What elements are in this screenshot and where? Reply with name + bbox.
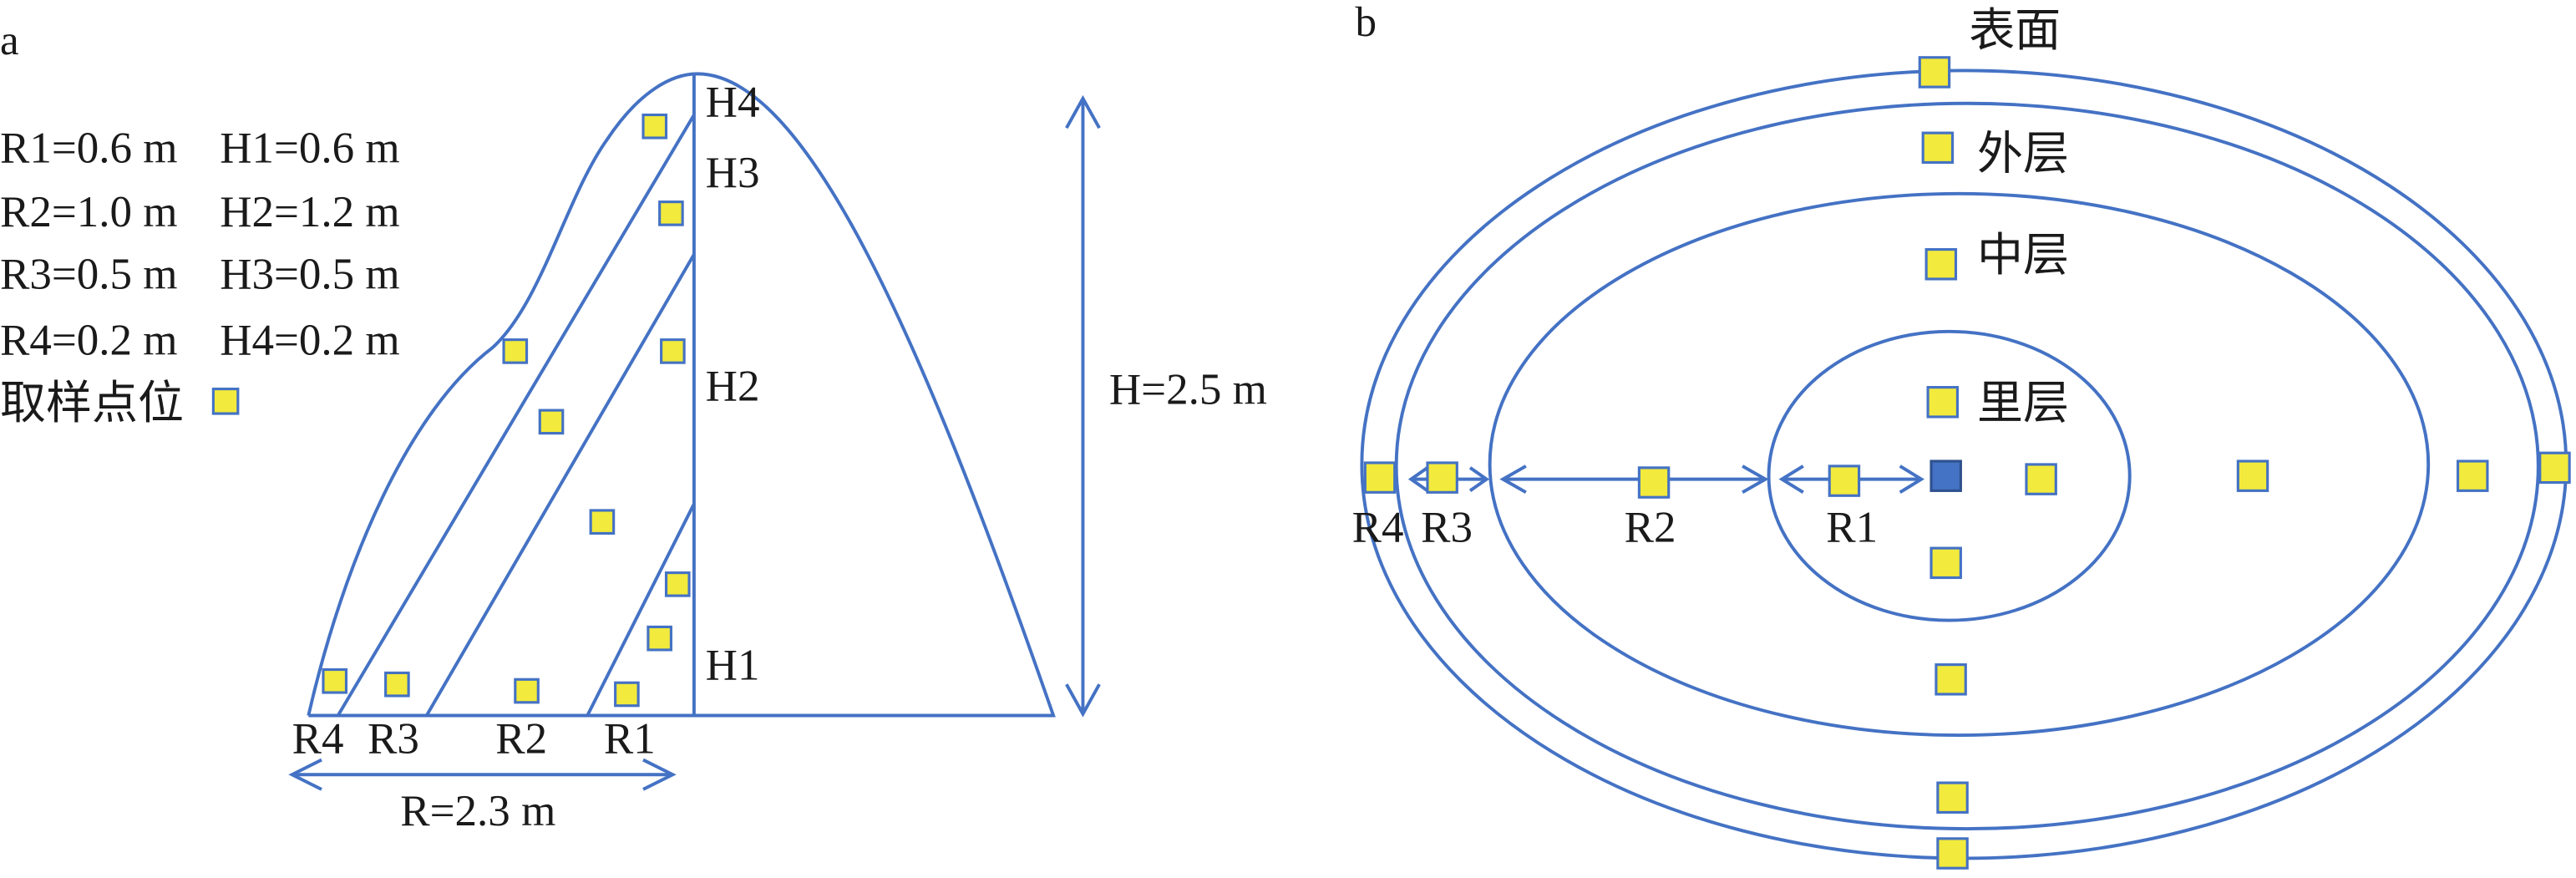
sample-point — [589, 509, 616, 535]
arrow-head-right — [1468, 466, 1490, 492]
layer-ellipse-inner — [1767, 329, 2132, 622]
arrow-head-left — [1778, 464, 1804, 495]
layer-label-outer: 外层 — [1977, 128, 2069, 179]
param-r4: R4=0.2 m — [0, 316, 178, 364]
param-h4: H4=0.2 m — [220, 316, 399, 364]
radius-label-r4: R4 — [292, 715, 344, 764]
panel-b-label: b — [1356, 0, 1377, 46]
layer-label-surface: 表面 — [1969, 5, 2061, 56]
arrow-head-bottom — [1065, 683, 1101, 718]
height-label-h1: H1 — [706, 641, 760, 689]
sample-point — [1936, 837, 1969, 870]
layer-label-middle: 中层 — [1977, 230, 2069, 281]
sample-point — [1935, 663, 1967, 696]
layer-ellipse-surface — [1360, 69, 2568, 860]
total-radius-label: R=2.3 m — [400, 787, 555, 835]
param-r2: R2=1.0 m — [0, 188, 178, 236]
sample-point — [502, 338, 529, 364]
boundary-line-r2 — [425, 253, 696, 717]
sample-point — [1926, 386, 1960, 419]
arrow-head-right — [642, 758, 677, 791]
sample-point — [2236, 459, 2269, 492]
layer-ellipse-middle — [1488, 191, 2431, 738]
layer-label-inner: 里层 — [1977, 378, 2069, 429]
sample-point — [664, 571, 691, 597]
sample-point — [1924, 248, 1958, 281]
param-h3: H3=0.5 m — [220, 251, 399, 299]
sample-point — [641, 113, 668, 140]
total-height-arrow — [1065, 94, 1101, 718]
sample-point — [1363, 461, 1397, 494]
arrow-head-top — [1065, 94, 1101, 129]
radius-label-r4: R4 — [1352, 503, 1404, 551]
total-radius-arrow — [288, 758, 677, 791]
height-label-h3: H3 — [706, 149, 760, 197]
layer-ellipse-outer — [1394, 101, 2540, 831]
height-label-h4: H4 — [706, 78, 760, 126]
param-r3: R3=0.5 m — [0, 251, 178, 299]
radius-label-r2: R2 — [495, 715, 547, 764]
param-r1: R1=0.6 m — [0, 124, 178, 172]
arrow-head-left — [1407, 466, 1429, 492]
sample-point — [647, 625, 672, 652]
sample-point — [660, 338, 686, 364]
sample-point — [1828, 464, 1861, 497]
arrow-head-right — [1899, 464, 1924, 495]
radius-label-r1: R1 — [1826, 503, 1878, 551]
arrow-head-left — [288, 758, 322, 791]
radius-label-r3: R3 — [1421, 503, 1473, 551]
boundary-line-r1 — [586, 503, 696, 717]
boundary-line-r3 — [336, 114, 696, 717]
radius-arrow-r2 — [1499, 464, 1769, 495]
sample-point — [658, 200, 684, 226]
sample-point — [1426, 461, 1458, 494]
sample-point — [2456, 459, 2489, 492]
sample-point — [538, 409, 565, 435]
panel-a-sample-points — [322, 113, 691, 708]
sample-point — [514, 678, 540, 704]
panel-b: b 表面 外层 中层 里层 — [1352, 0, 2571, 870]
legend-label: 取样点位 — [0, 378, 184, 429]
sample-point — [322, 667, 348, 694]
sample-point — [2025, 463, 2057, 495]
sample-point — [1921, 131, 1955, 165]
radius-label-r3: R3 — [368, 715, 419, 764]
sample-point — [1936, 781, 1969, 814]
legend-sample-square — [211, 388, 240, 415]
param-h1: H1=0.6 m — [220, 124, 399, 172]
sample-point — [614, 681, 640, 708]
arrow-head-right — [1742, 464, 1769, 495]
total-height-label: H=2.5 m — [1109, 365, 1267, 414]
param-h2: H2=1.2 m — [220, 188, 399, 236]
sample-point — [1918, 56, 1951, 89]
sample-point — [384, 671, 410, 698]
panel-a-label: a — [0, 17, 19, 64]
height-label-h2: H2 — [706, 362, 760, 410]
pile-outline — [307, 72, 1056, 718]
radius-label-r2: R2 — [1625, 503, 1676, 551]
radius-label-r1: R1 — [604, 715, 656, 764]
sample-point — [1929, 546, 1962, 580]
sample-point — [1637, 466, 1671, 499]
sample-point — [2538, 451, 2571, 485]
panel-b-sample-points — [1363, 56, 2571, 870]
center-sample-point — [1929, 459, 1962, 492]
arrow-head-left — [1499, 464, 1527, 495]
panel-a: a R1=0.6 m H1=0.6 m R2=1.0 m H2=1.2 m R3… — [0, 17, 1267, 835]
